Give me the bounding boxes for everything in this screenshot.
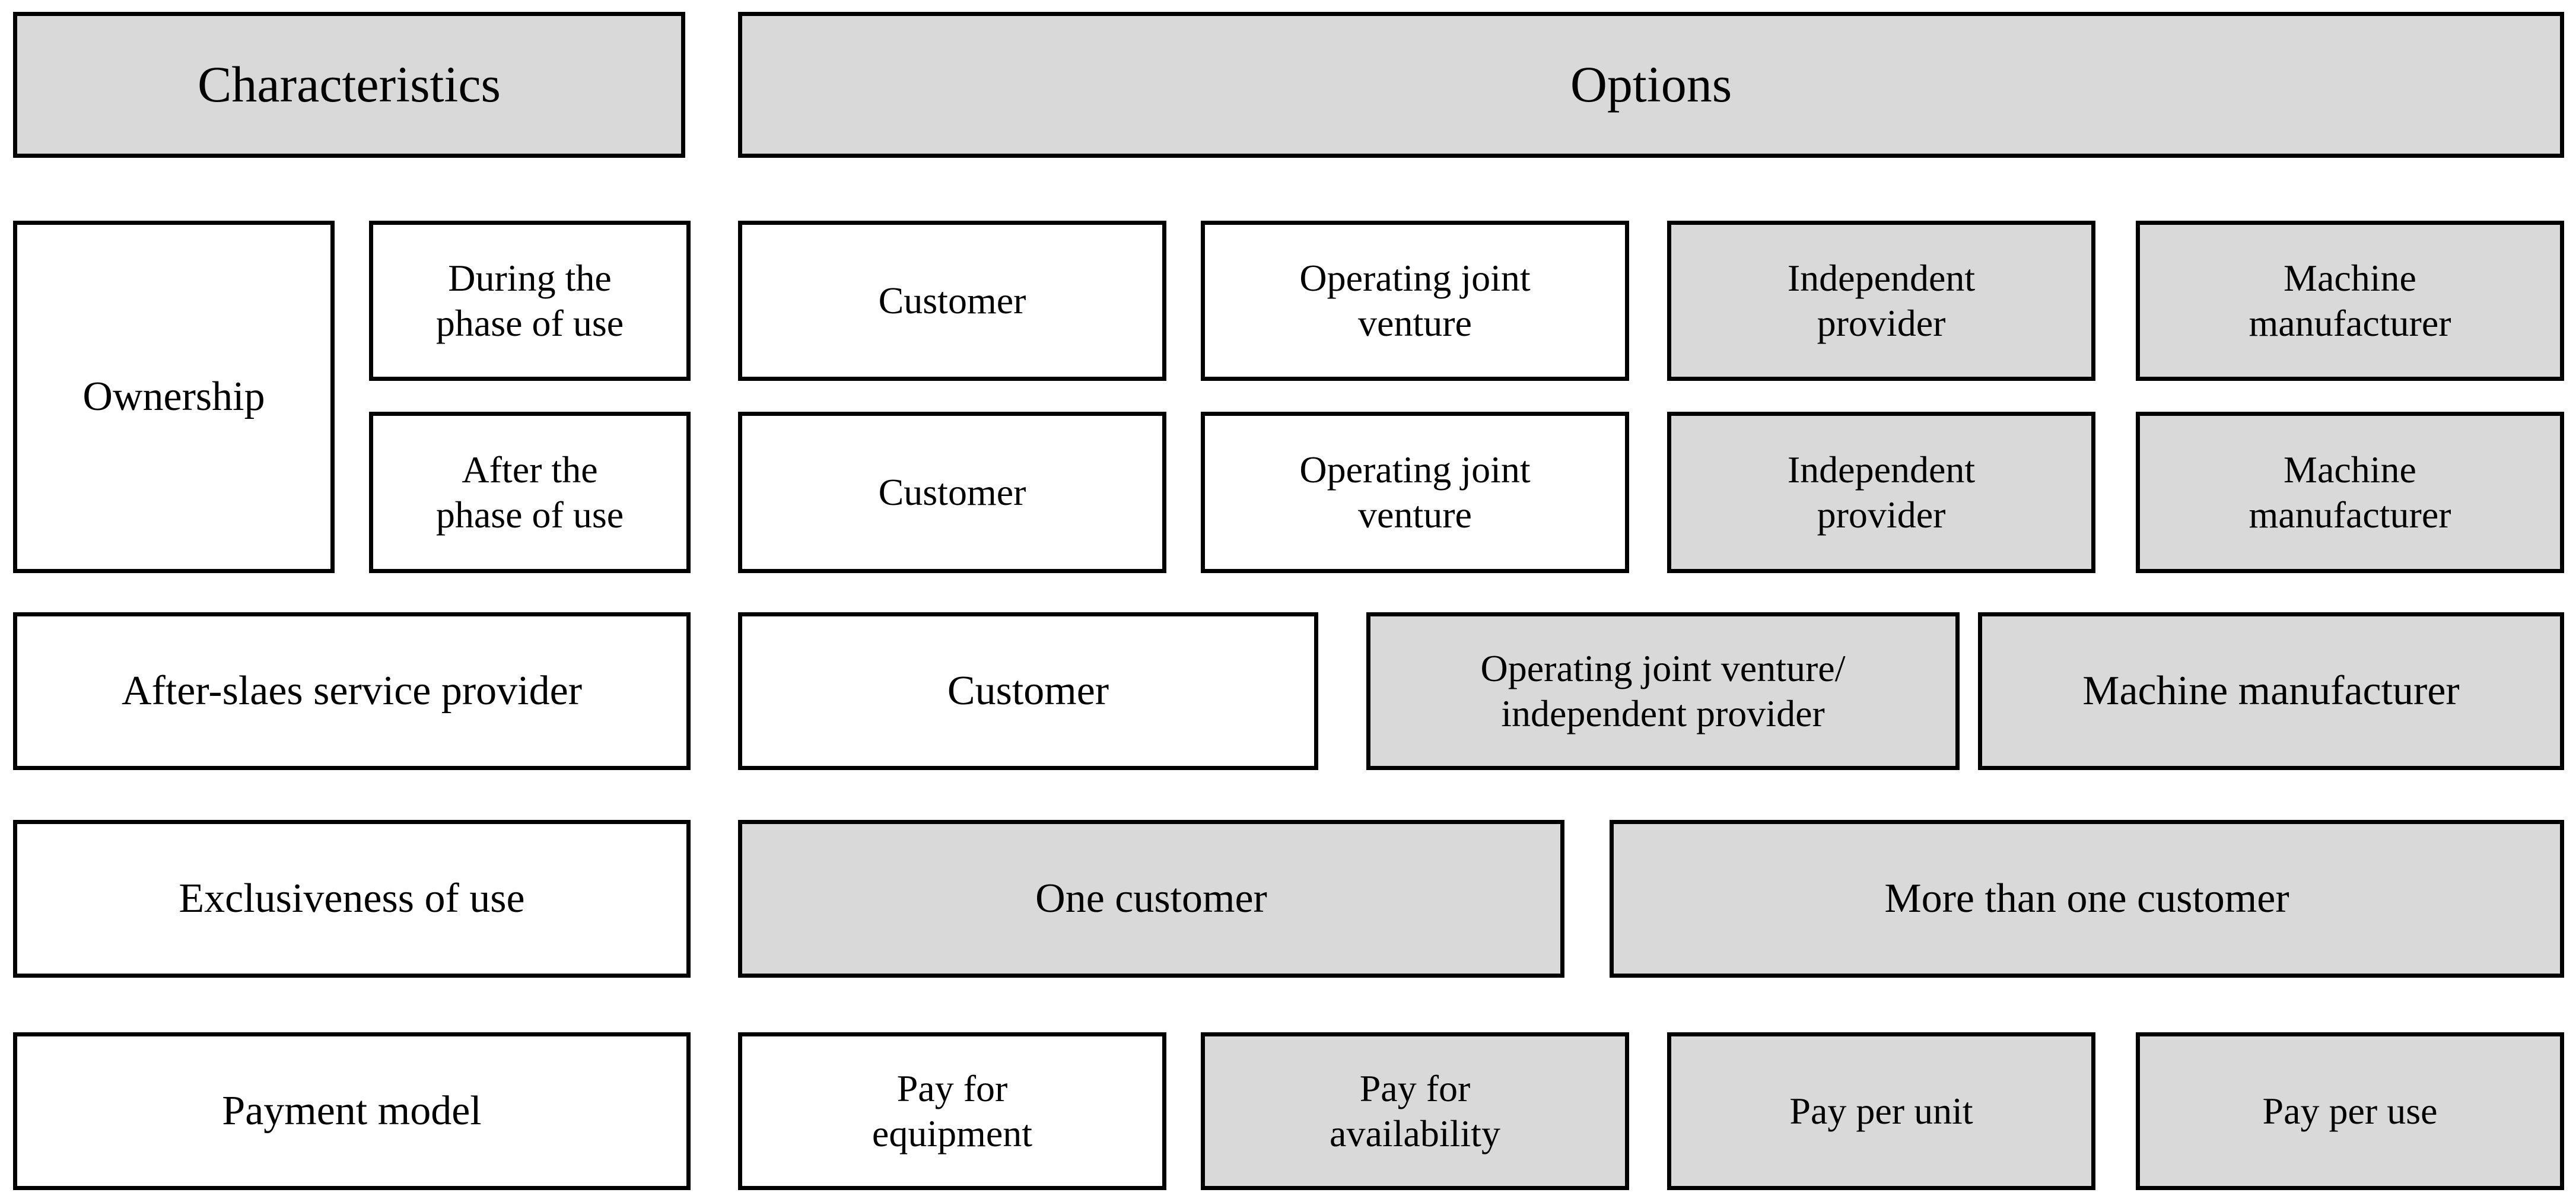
characteristic-after-sales-service-provider-label: After-slaes service provider [121,667,582,714]
sub-characteristic-during-phase-of-use-label: During the phase of use [435,257,624,344]
characteristic-exclusiveness-of-use: Exclusiveness of use [13,820,691,978]
characteristic-ownership: Ownership [13,221,335,573]
characteristic-after-sales-service-provider: After-slaes service provider [13,612,691,770]
option-label: Operating joint venture [1299,257,1531,344]
option-ownership-during-operating-joint-venture[interactable]: Operating joint venture [1201,221,1629,381]
option-payment-pay-per-use[interactable]: Pay per use [2136,1032,2564,1190]
option-ownership-after-operating-joint-venture[interactable]: Operating joint venture [1201,412,1629,573]
option-label: Pay per unit [1789,1090,1973,1133]
sub-characteristic-after-phase-of-use: After the phase of use [369,412,691,573]
option-label: Pay for equipment [872,1067,1033,1155]
sub-characteristic-after-phase-of-use-label: After the phase of use [435,449,624,536]
option-label: Customer [947,667,1109,714]
header-options-label: Options [1570,56,1732,113]
header-options: Options [738,12,2564,158]
option-exclusiveness-one-customer[interactable]: One customer [738,820,1564,978]
option-label: One customer [1035,875,1267,921]
option-label: Independent provider [1787,257,1976,344]
characteristic-payment-model-label: Payment model [222,1087,482,1134]
option-after-sales-machine-manufacturer[interactable]: Machine manufacturer [1978,612,2564,770]
option-label: Machine manufacturer [2249,257,2451,344]
sub-characteristic-during-phase-of-use: During the phase of use [369,221,691,381]
characteristic-exclusiveness-of-use-label: Exclusiveness of use [179,875,525,921]
option-label: Machine manufacturer [2249,449,2451,536]
option-label: Pay per use [2262,1090,2438,1133]
option-label: Customer [878,471,1026,514]
option-ownership-after-customer[interactable]: Customer [738,412,1166,573]
characteristic-ownership-label: Ownership [82,373,265,419]
option-label: Independent provider [1787,449,1976,536]
option-ownership-during-machine-manufacturer[interactable]: Machine manufacturer [2136,221,2564,381]
header-characteristics-label: Characteristics [197,56,501,113]
option-ownership-during-customer[interactable]: Customer [738,221,1166,381]
option-payment-pay-per-unit[interactable]: Pay per unit [1667,1032,2095,1190]
option-label: Operating joint venture/ independent pro… [1480,647,1846,734]
option-after-sales-joint-venture-independent-provider[interactable]: Operating joint venture/ independent pro… [1366,612,1960,770]
option-label: Operating joint venture [1299,449,1531,536]
option-ownership-during-independent-provider[interactable]: Independent provider [1667,221,2095,381]
option-ownership-after-machine-manufacturer[interactable]: Machine manufacturer [2136,412,2564,573]
header-characteristics: Characteristics [13,12,685,158]
option-after-sales-customer[interactable]: Customer [738,612,1318,770]
option-label: Machine manufacturer [2082,667,2460,714]
option-label: Customer [878,279,1026,322]
option-payment-pay-for-equipment[interactable]: Pay for equipment [738,1032,1166,1190]
option-label: More than one customer [1884,875,2289,921]
characteristic-payment-model: Payment model [13,1032,691,1190]
option-ownership-after-independent-provider[interactable]: Independent provider [1667,412,2095,573]
option-label: Pay for availability [1330,1067,1500,1155]
option-exclusiveness-more-than-one-customer[interactable]: More than one customer [1610,820,2564,978]
option-payment-pay-for-availability[interactable]: Pay for availability [1201,1032,1629,1190]
